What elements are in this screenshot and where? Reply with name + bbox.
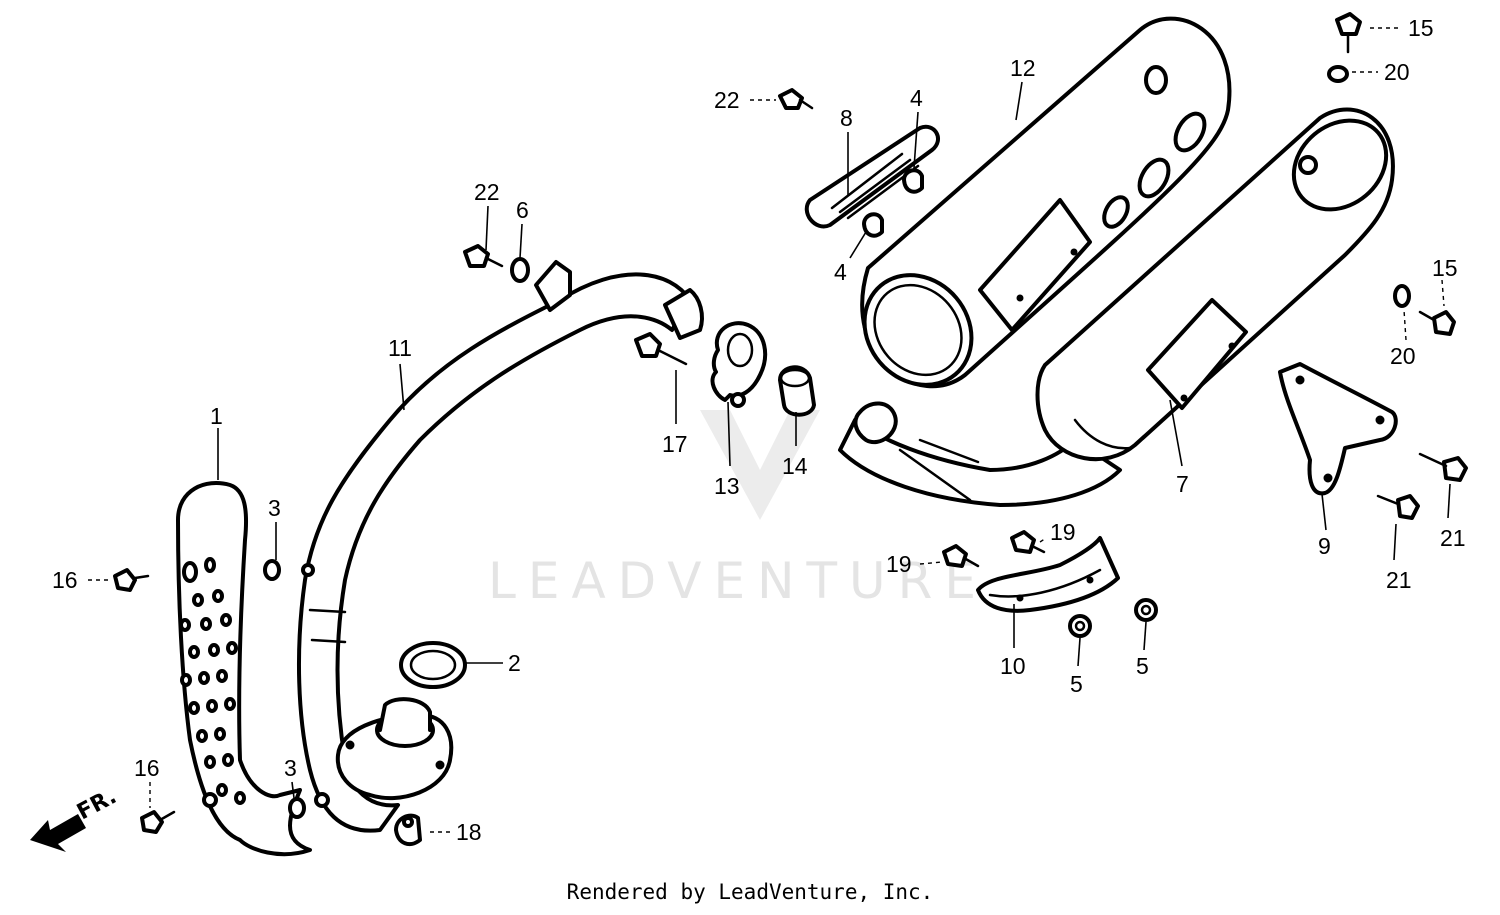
callout-22-lower: 22: [474, 179, 500, 205]
part-11-exhaust-pipe[interactable]: [296, 260, 704, 833]
part-4-grommet-upper[interactable]: [902, 168, 924, 194]
callout-20-lower: 20: [1390, 343, 1416, 369]
part-3-washer-upper[interactable]: [263, 559, 281, 581]
callout-4-lower: 4: [834, 259, 847, 285]
part-15-bolt-upper[interactable]: [1335, 12, 1362, 54]
part-10-guard[interactable]: [976, 536, 1120, 613]
part-2-gasket[interactable]: [399, 641, 467, 689]
callout-19-left: 19: [886, 551, 912, 577]
callout-13: 13: [714, 473, 740, 499]
part-1-heat-shield[interactable]: [176, 481, 312, 857]
watermark-text: LEADVENTURE: [488, 552, 988, 610]
callout-18: 18: [456, 819, 482, 845]
part-19-bolt-right[interactable]: [1010, 530, 1046, 554]
part-20-washer-upper[interactable]: [1327, 65, 1349, 83]
part-4-grommet-lower[interactable]: [862, 212, 884, 238]
part-9-bracket[interactable]: [1278, 362, 1398, 496]
callout-16-upper: 16: [52, 567, 78, 593]
part-16-bolt-lower[interactable]: [140, 810, 176, 834]
part-19-bolt-left[interactable]: [942, 544, 980, 568]
callout-21-right: 21: [1440, 525, 1466, 551]
callout-10: 10: [1000, 653, 1026, 679]
callout-15-lower: 15: [1432, 255, 1458, 281]
part-5-nut-left[interactable]: [1068, 614, 1092, 638]
callout-14: 14: [782, 453, 808, 479]
callout-21-left: 21: [1386, 567, 1412, 593]
part-21-bolt-left[interactable]: [1376, 494, 1420, 520]
heat-shield-holes: [179, 557, 246, 805]
callout-3-lower: 3: [284, 755, 297, 781]
part-16-bolt-upper[interactable]: [113, 568, 150, 592]
part-15-bolt-lower[interactable]: [1418, 310, 1456, 336]
callout-1: 1: [210, 403, 223, 429]
part-3-washer-lower[interactable]: [288, 797, 306, 819]
footer-credit: Rendered by LeadVenture, Inc.: [566, 880, 934, 904]
part-14-collar[interactable]: [778, 365, 816, 417]
part-12-muffler-upper[interactable]: [842, 16, 1232, 407]
part-22-bolt-pipe[interactable]: [463, 244, 504, 268]
part-21-bolt-right[interactable]: [1418, 452, 1468, 482]
part-13-clamp[interactable]: [710, 321, 768, 408]
callout-9: 9: [1318, 533, 1331, 559]
callout-17: 17: [662, 431, 688, 457]
callout-6: 6: [516, 197, 529, 223]
part-17-bolt[interactable]: [634, 332, 688, 366]
front-direction-arrow: FR.: [30, 784, 121, 852]
callout-15-upper: 15: [1408, 15, 1434, 41]
callout-8: 8: [840, 105, 853, 131]
callout-19-right: 19: [1050, 519, 1076, 545]
part-5-nut-right[interactable]: [1134, 598, 1158, 622]
callout-2: 2: [508, 650, 521, 676]
part-6-washer[interactable]: [510, 257, 530, 283]
callout-4-upper: 4: [910, 85, 923, 111]
callout-11: 11: [388, 335, 412, 361]
callout-16-lower: 16: [134, 755, 160, 781]
callout-20-upper: 20: [1384, 59, 1410, 85]
part-7-muffler-lower[interactable]: [838, 102, 1404, 507]
callouts: 1 2 3 3 4 4 5 5 6 7 8 9 10 11 12 13 14 1…: [52, 15, 1466, 845]
callout-22-upper: 22: [714, 87, 740, 113]
callout-7: 7: [1176, 471, 1189, 497]
callout-5-left: 5: [1070, 671, 1083, 697]
leader-lines: [88, 27, 1451, 833]
part-22-screw-emblem[interactable]: [778, 88, 814, 110]
part-20-washer-lower[interactable]: [1393, 284, 1411, 308]
watermark: LEADVENTURE: [488, 410, 988, 610]
part-18-plug[interactable]: [394, 813, 422, 847]
callout-3-upper: 3: [268, 495, 281, 521]
callout-12: 12: [1010, 55, 1036, 81]
callout-5-right: 5: [1136, 653, 1149, 679]
